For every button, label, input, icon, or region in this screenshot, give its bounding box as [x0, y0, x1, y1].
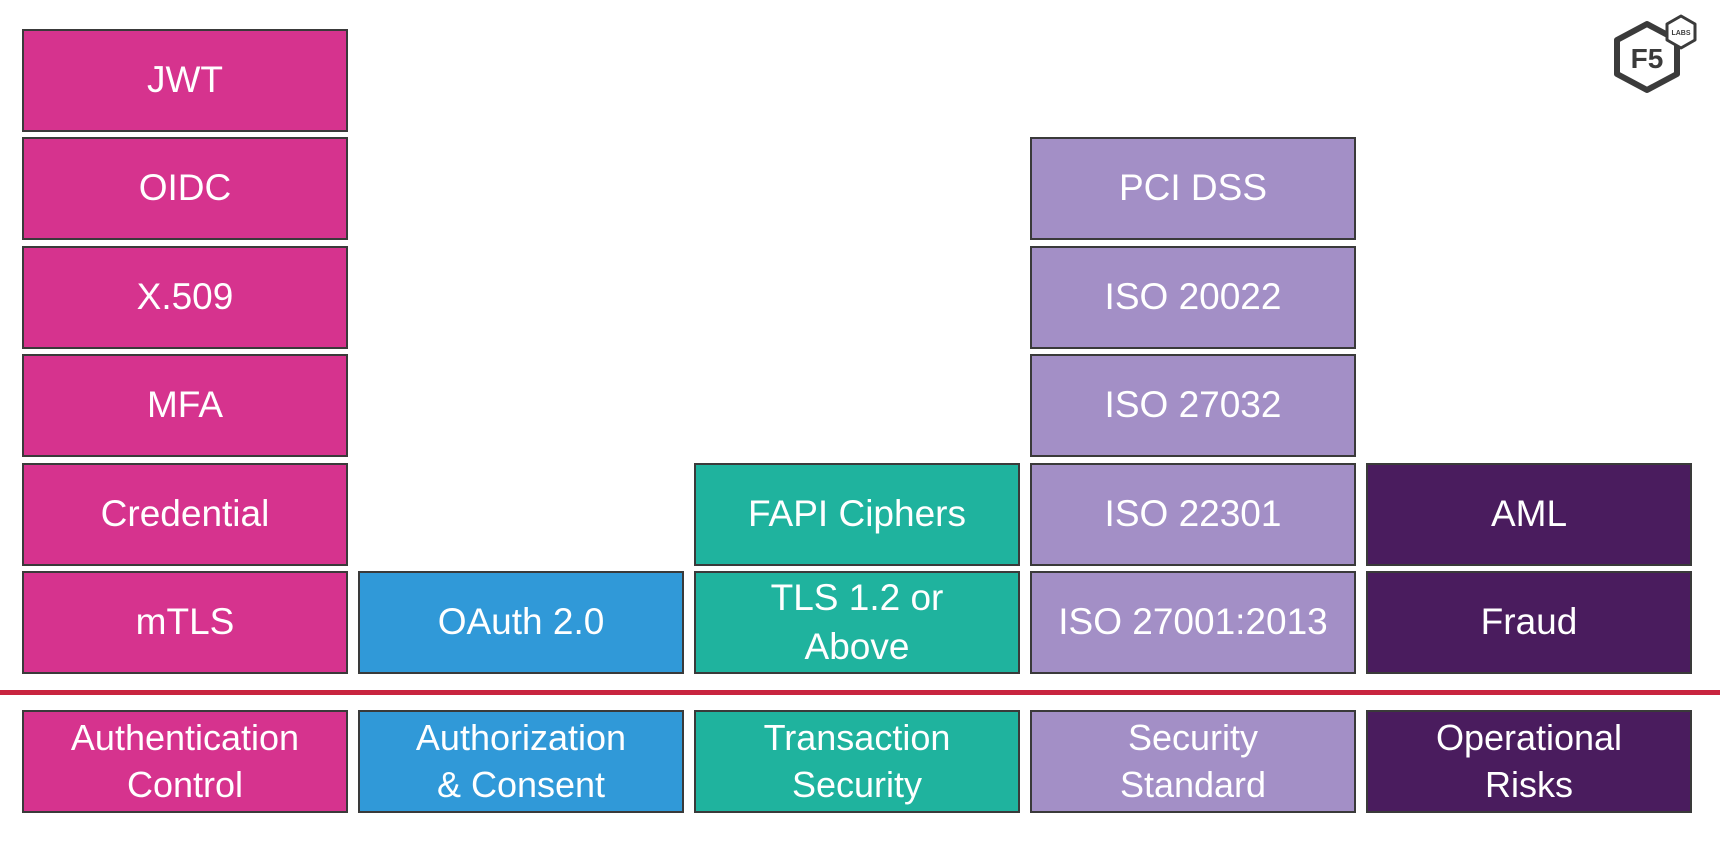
logo-badge-hexagon — [1665, 14, 1697, 50]
item-iso-22301: ISO 22301 — [1030, 463, 1356, 566]
item-oidc: OIDC — [22, 137, 348, 240]
item-jwt: JWT — [22, 29, 348, 132]
transaction-column: FAPI Ciphers TLS 1.2 or Above — [694, 29, 1020, 674]
category-divider-line — [0, 690, 1720, 695]
item-iso-20022: ISO 20022 — [1030, 246, 1356, 349]
item-credential: Credential — [22, 463, 348, 566]
f5-labs-logo: F5 LABS — [1614, 14, 1697, 93]
authentication-column: JWT OIDC X.509 MFA Credential mTLS — [22, 29, 348, 674]
item-oauth: OAuth 2.0 — [358, 571, 684, 674]
item-tls: TLS 1.2 or Above — [694, 571, 1020, 674]
item-mtls: mTLS — [22, 571, 348, 674]
item-pci-dss: PCI DSS — [1030, 137, 1356, 240]
logo-main-text: F5 — [1631, 43, 1664, 74]
category-authentication-control: Authentication Control — [22, 710, 348, 813]
item-fraud: Fraud — [1366, 571, 1692, 674]
authorization-column: OAuth 2.0 — [358, 29, 684, 674]
security-standard-column: PCI DSS ISO 20022 ISO 27032 ISO 22301 IS… — [1030, 29, 1356, 674]
category-transaction-security: Transaction Security — [694, 710, 1020, 813]
logo-badge-text: LABS — [1671, 30, 1690, 37]
logo-main-hexagon — [1614, 21, 1680, 93]
item-iso-27001: ISO 27001:2013 — [1030, 571, 1356, 674]
item-aml: AML — [1366, 463, 1692, 566]
item-iso-27032: ISO 27032 — [1030, 354, 1356, 457]
category-operational-risks: Operational Risks — [1366, 710, 1692, 813]
item-fapi-ciphers: FAPI Ciphers — [694, 463, 1020, 566]
category-authorization-consent: Authorization & Consent — [358, 710, 684, 813]
item-x509: X.509 — [22, 246, 348, 349]
operational-risks-column: AML Fraud — [1366, 29, 1692, 674]
category-security-standard: Security Standard — [1030, 710, 1356, 813]
item-mfa: MFA — [22, 354, 348, 457]
